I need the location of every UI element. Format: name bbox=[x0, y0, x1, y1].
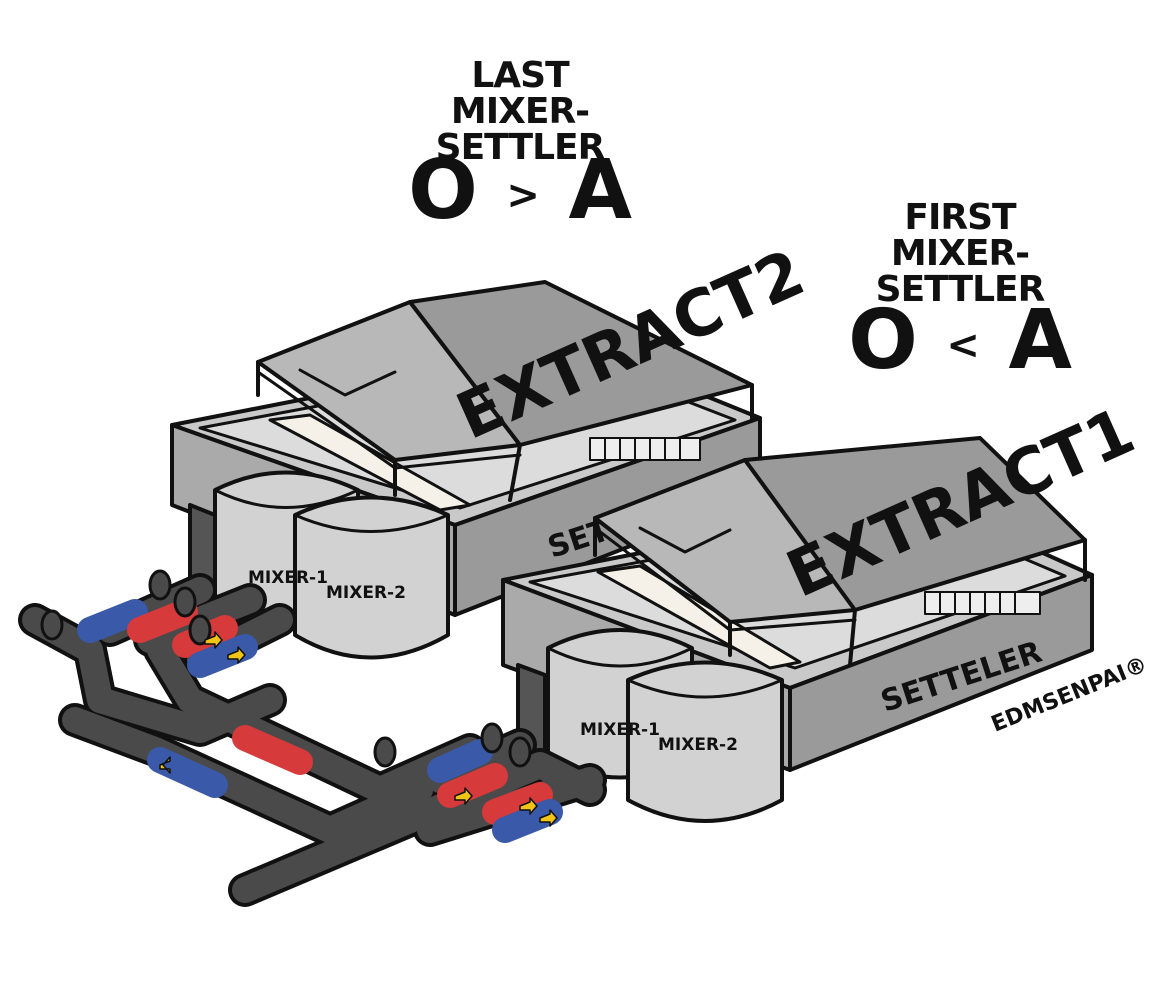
pipe-network bbox=[18, 569, 607, 907]
last-stage-heading-line2: MIXER-SETTLER bbox=[435, 91, 606, 168]
pipe-blue-segment bbox=[492, 799, 563, 843]
last-stage-ratio: O > A bbox=[400, 150, 640, 232]
pipe-flange bbox=[480, 722, 504, 754]
extract1-filter-bank bbox=[924, 591, 1041, 615]
last-ratio-left: O bbox=[408, 143, 478, 238]
pipe-flange bbox=[148, 569, 172, 601]
pipe-blue-segment bbox=[427, 739, 493, 783]
extract2-mixer2-label: MIXER-2 bbox=[326, 583, 406, 603]
pipe-red-segment bbox=[482, 782, 553, 825]
extract2-weir bbox=[268, 413, 472, 512]
extract1-weir bbox=[596, 564, 802, 670]
pipe-red-segment bbox=[232, 725, 313, 775]
extract2-mixer2-tank bbox=[293, 495, 450, 660]
pipe-flange bbox=[373, 736, 397, 768]
extract2-mixer1-label: MIXER-1 bbox=[248, 568, 328, 588]
last-ratio-right: A bbox=[568, 143, 632, 238]
pipe-flange bbox=[173, 586, 197, 618]
pipe-flange bbox=[40, 609, 64, 641]
flow-arrow-icon bbox=[159, 756, 171, 774]
extract1-mixer2-label: MIXER-2 bbox=[658, 735, 738, 755]
last-ratio-operator: > bbox=[506, 172, 540, 219]
first-ratio-right: A bbox=[1008, 293, 1072, 388]
pipe-red-segment bbox=[437, 763, 508, 808]
extract2-filter-bank bbox=[589, 437, 701, 461]
pipe-red-segment bbox=[127, 599, 198, 643]
pipe-loop-outer bbox=[62, 707, 433, 843]
flow-arrow-icon bbox=[454, 787, 473, 805]
extract1-mixer2-tank bbox=[626, 660, 784, 823]
first-ratio-left: O bbox=[848, 293, 918, 388]
flow-arrow-icon bbox=[204, 631, 223, 649]
extract1-mixers bbox=[546, 628, 784, 823]
last-stage-heading: LAST MIXER-SETTLER bbox=[370, 58, 670, 166]
first-stage-heading: FIRST MIXER-SETTLER bbox=[810, 200, 1110, 308]
first-stage-heading-line2: MIXER-SETTLER bbox=[875, 233, 1046, 310]
first-ratio-operator: < bbox=[946, 322, 980, 369]
pipe-flange bbox=[508, 736, 532, 768]
last-stage-heading-line1: LAST bbox=[471, 55, 569, 96]
flow-arrow-icon bbox=[519, 797, 538, 815]
pipe-blue-segment bbox=[77, 599, 148, 643]
unit-extract1 bbox=[501, 436, 1094, 772]
extract1-mixer1-label: MIXER-1 bbox=[580, 720, 660, 740]
first-stage-ratio: O < A bbox=[840, 300, 1080, 382]
first-stage-heading-line1: FIRST bbox=[904, 197, 1016, 238]
flow-arrow-icon bbox=[539, 809, 558, 827]
pipe-flange bbox=[188, 614, 212, 646]
extract2-mixers bbox=[213, 470, 450, 660]
flow-arrow-icon bbox=[227, 646, 246, 664]
pipe-blue-segment bbox=[147, 747, 228, 798]
